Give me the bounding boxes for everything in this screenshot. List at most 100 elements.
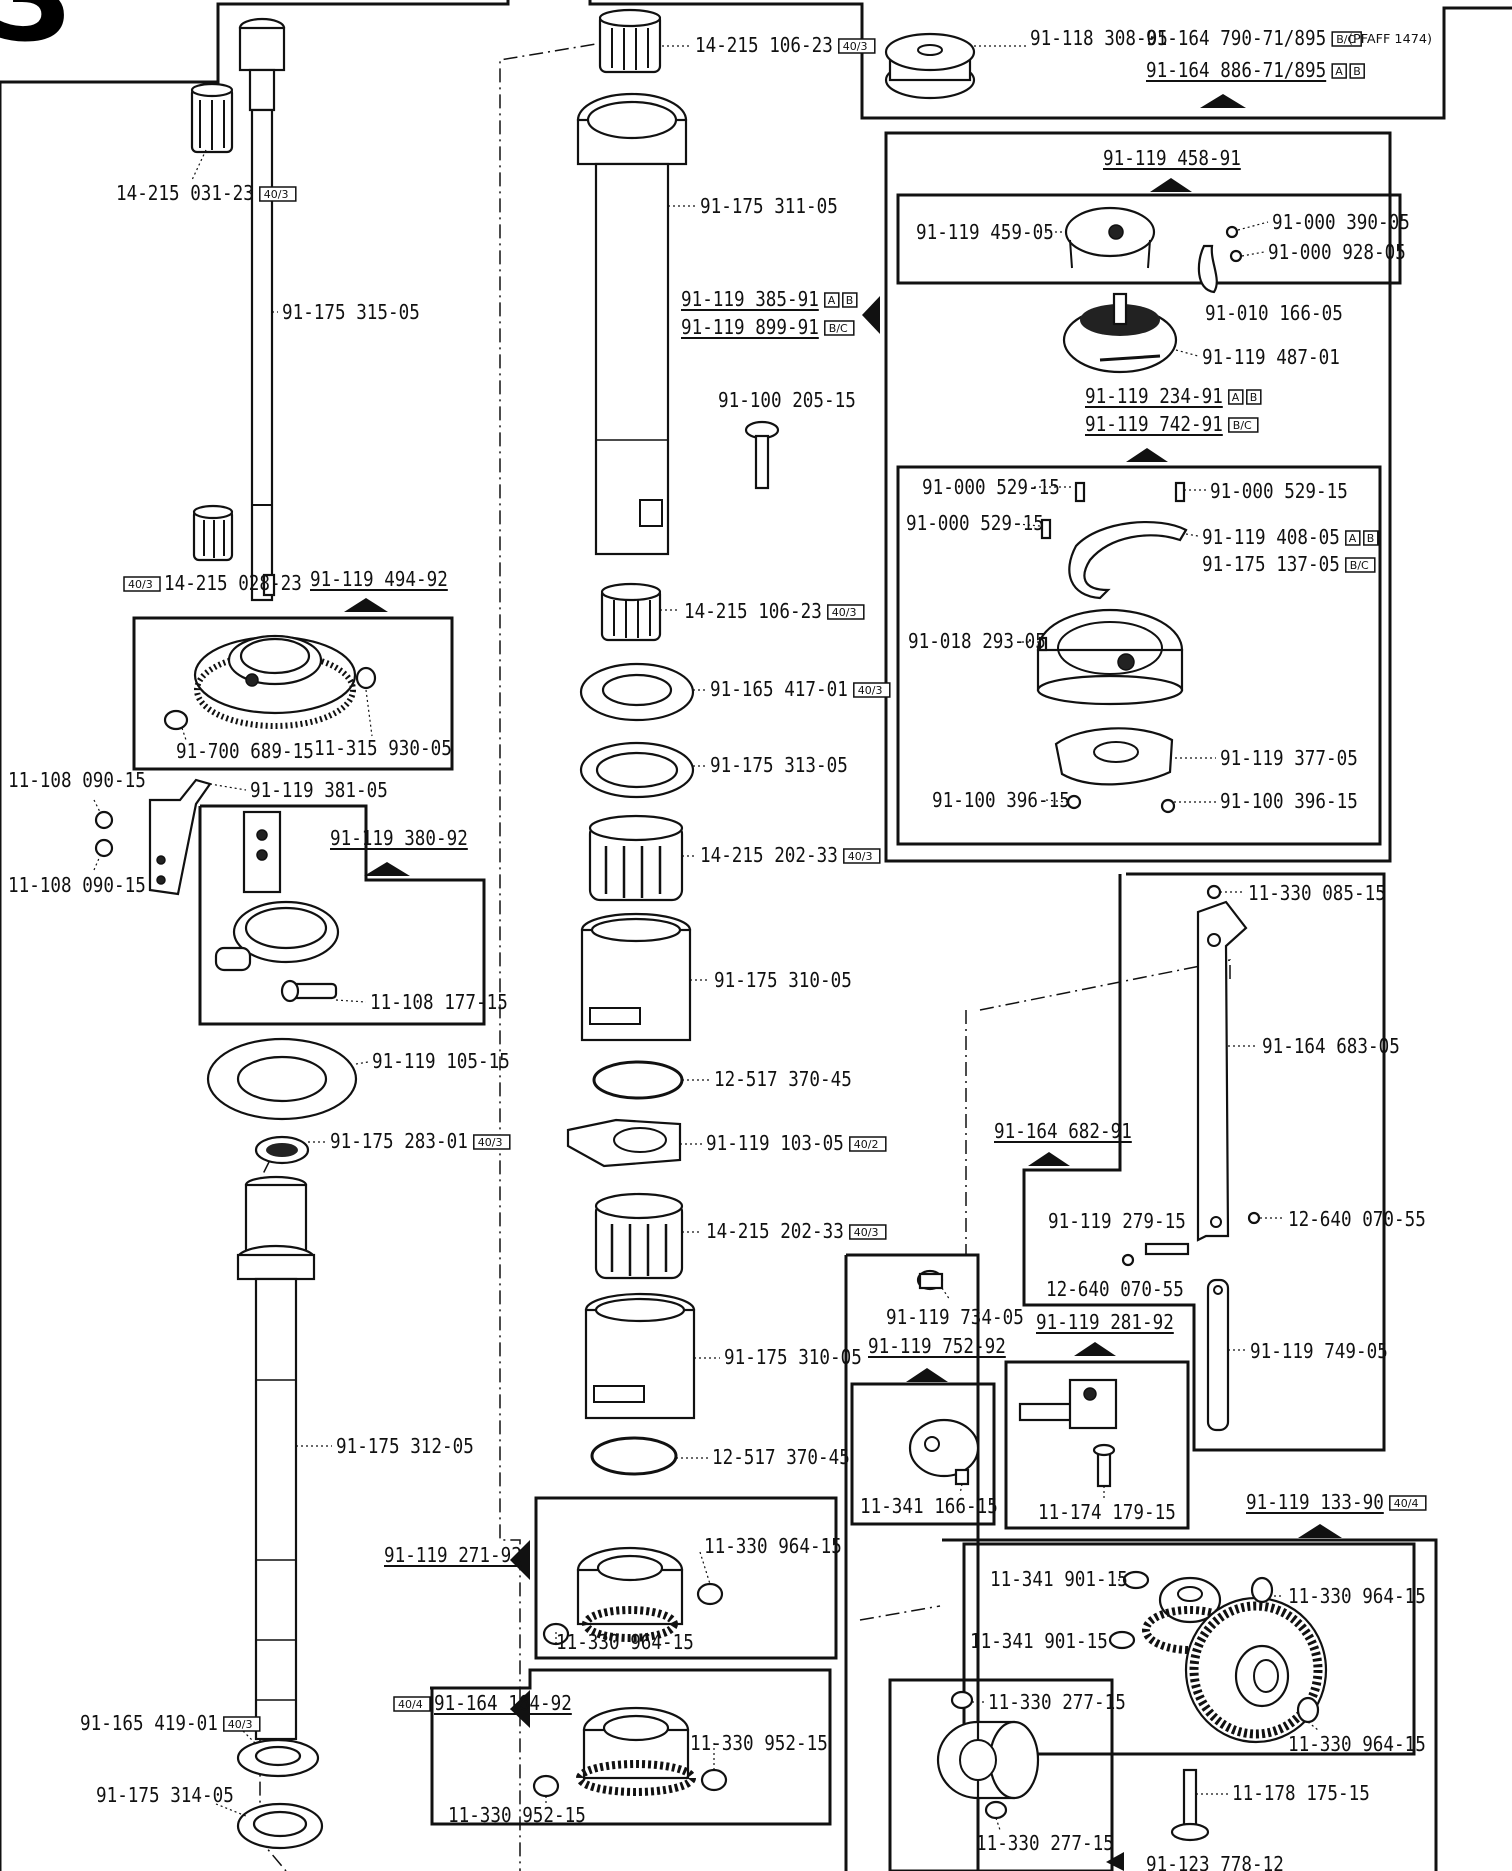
callout-label: 14-215 202-33 xyxy=(706,1219,844,1243)
callout-label: (PFAFF 1474) xyxy=(1348,32,1432,46)
callout-label: 91-119 494-92 xyxy=(310,567,448,591)
callout-label: 91-164 683-05 xyxy=(1262,1034,1400,1058)
callout-label: 11-330 085-15 xyxy=(1248,881,1386,905)
screw-11-178-175 xyxy=(1182,1768,1198,1832)
callout-label: 91-119 408-05 xyxy=(1202,525,1340,549)
callout-c31: 11-315 930-05 xyxy=(314,736,452,760)
callout-label: 91-175 310-05 xyxy=(714,968,852,992)
assembly-center-lines xyxy=(259,39,1231,1871)
leader-lines xyxy=(93,45,1319,1831)
svg-text:A: A xyxy=(1349,532,1357,545)
callout-label: 12-517 370-45 xyxy=(712,1445,850,1469)
callout-c42: 91-175 310-05 xyxy=(714,968,852,992)
marker-bracket xyxy=(364,862,410,876)
center-line-lever xyxy=(979,959,1231,1011)
callout-label: 12-640 070-55 xyxy=(1046,1277,1184,1301)
callout-label: 14-215 106-23 xyxy=(695,33,833,57)
upper-shaft-91-175-315 xyxy=(250,108,274,602)
callout-label: 91-119 133-90 xyxy=(1246,1490,1384,1514)
callout-label: 91-000 529-15 xyxy=(906,511,1044,535)
left-column-top-outline xyxy=(0,0,510,84)
callout-label: 91-119 380-92 xyxy=(330,826,468,850)
lower-shaft-91-175-312 xyxy=(254,1277,298,1741)
set-screw-11-330-964-d xyxy=(1296,1696,1320,1724)
callout-c26: 91-119 494-92 xyxy=(310,567,448,591)
callout-label: 11-174 179-15 xyxy=(1038,1500,1176,1524)
callout-label: 91-164 886-71/895 xyxy=(1146,58,1326,82)
callout-c75: 11-178 175-15 xyxy=(1232,1781,1370,1805)
callout-label: 91-000 928-05 xyxy=(1268,240,1406,264)
callout-label: 11-341 166-15 xyxy=(860,1494,998,1518)
callout-label: 11-330 964-15 xyxy=(556,1630,694,1654)
callout-label: 91-175 283-01 xyxy=(330,1129,468,1153)
callout-c16: 91-119 487-01 xyxy=(1202,345,1340,369)
callout-c79: 91-123 778-12 xyxy=(1146,1852,1284,1871)
sleeve-91-175-311 xyxy=(594,162,670,556)
callout-c30: 91-700 689-15 xyxy=(176,739,314,763)
center-line-middle xyxy=(499,39,621,1871)
screw-91-000-390 xyxy=(1225,225,1239,239)
lever-91-164-683 xyxy=(1196,900,1248,1242)
callout-label: 11-330 964-15 xyxy=(1288,1584,1426,1608)
shaft-flat xyxy=(262,573,276,597)
gib-91-119-408 xyxy=(1068,521,1188,600)
crank-parts xyxy=(908,1269,1118,1488)
set-screw-91-700-689 xyxy=(163,709,189,731)
callout-label: 91-165 417-01 xyxy=(710,677,848,701)
callout-c28: 91-018 293-05 xyxy=(908,629,1046,653)
marker-clamp xyxy=(1074,1342,1116,1356)
callout-label: 14-215 106-23 xyxy=(684,599,822,623)
callout-label: 11-330 964-15 xyxy=(704,1534,842,1558)
lower-shaft-collar xyxy=(244,1183,308,1257)
marker-collar xyxy=(1106,1852,1124,1871)
callout-c43: 11-108 177-15 xyxy=(370,990,508,1014)
hook-parts xyxy=(1036,206,1243,814)
svg-text:B: B xyxy=(1353,65,1361,78)
callout-c77: 11-330 952-15 xyxy=(448,1803,586,1827)
callout-label: 91-119 279-15 xyxy=(1048,1209,1186,1233)
svg-text:40/3: 40/3 xyxy=(228,1718,253,1731)
callout-c07: 91-175 311-05 xyxy=(700,194,838,218)
callout-c40: 11-108 090-15 xyxy=(8,873,146,897)
callout-c02: 91-118 308-05 xyxy=(1030,26,1168,50)
callout-label: 11-330 277-15 xyxy=(976,1831,1114,1855)
clamp-91-119-281 xyxy=(1068,1378,1118,1430)
callout-label: 91-175 310-05 xyxy=(724,1345,862,1369)
callout-c66: 11-341 901-15 xyxy=(990,1567,1128,1591)
set-screw-11-330-964-c xyxy=(1250,1576,1274,1604)
callout-label: 91-119 458-91 xyxy=(1103,146,1241,170)
callout-label: 91-119 487-01 xyxy=(1202,345,1340,369)
svg-text:B: B xyxy=(1367,532,1375,545)
callout-c62: 11-174 179-15 xyxy=(1038,1500,1176,1524)
callout-label: 91-119 377-05 xyxy=(1220,746,1358,770)
group-markers xyxy=(344,94,1342,1871)
svg-text:40/3: 40/3 xyxy=(128,578,153,591)
callout-label: 91-119 103-05 xyxy=(706,1131,844,1155)
callout-c60: 12-517 370-45 xyxy=(712,1445,850,1469)
callout-label: 91-119 381-05 xyxy=(250,778,388,802)
callout-c59: 91-175 312-05 xyxy=(336,1434,474,1458)
marker-bobbin xyxy=(1200,94,1246,108)
callout-label: 12-640 070-55 xyxy=(1288,1207,1426,1231)
marker-sleeve xyxy=(862,296,880,334)
callout-label: 91-100 396-15 xyxy=(1220,789,1358,813)
callout-label: 14-215 202-33 xyxy=(700,843,838,867)
marker-gear-271 xyxy=(510,1540,530,1580)
callout-c38: 91-119 380-92 xyxy=(330,826,468,850)
marker-gear-pair xyxy=(1298,1524,1342,1538)
set-screw-11-330-952-a xyxy=(700,1768,728,1792)
callout-label: 91-119 899-91 xyxy=(681,315,819,339)
set-screw-11-330-964-a xyxy=(696,1582,724,1606)
callout-label: 91-175 312-05 xyxy=(336,1434,474,1458)
svg-text:40/3: 40/3 xyxy=(264,188,289,201)
